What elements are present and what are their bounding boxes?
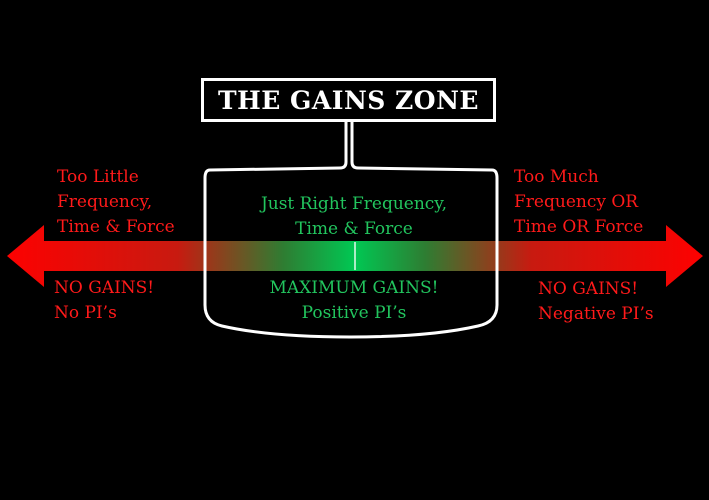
left-condition-text: Too Little Frequency, Time & Force: [57, 165, 175, 240]
right-result-line: NO GAINS!: [538, 279, 639, 299]
center-condition-line: Time & Force: [295, 219, 413, 239]
left-condition-line: Time & Force: [57, 217, 175, 237]
right-condition-line: Time OR Force: [514, 217, 644, 237]
center-result-text: MAXIMUM GAINS! Positive PI’s: [225, 276, 483, 326]
left-condition-line: Too Little: [57, 167, 139, 187]
right-result-line: Negative PI’s: [538, 304, 654, 324]
left-result-line: No PI’s: [54, 303, 117, 323]
right-condition-line: Too Much: [514, 167, 599, 187]
right-condition-text: Too Much Frequency OR Time OR Force: [514, 165, 643, 240]
center-result-line: MAXIMUM GAINS!: [269, 278, 439, 298]
title-box: THE GAINS ZONE: [201, 78, 496, 122]
left-condition-line: Frequency,: [57, 192, 153, 212]
center-condition-text: Just Right Frequency, Time & Force: [225, 192, 483, 242]
diagram-title: THE GAINS ZONE: [218, 85, 479, 115]
left-result-text: NO GAINS! No PI’s: [54, 276, 154, 326]
left-result-line: NO GAINS!: [54, 278, 155, 298]
right-condition-line: Frequency OR: [514, 192, 639, 212]
center-condition-line: Just Right Frequency,: [260, 194, 448, 214]
right-result-text: NO GAINS! Negative PI’s: [538, 277, 654, 327]
center-result-line: Positive PI’s: [301, 303, 407, 323]
gains-zone-bracket: [203, 122, 499, 339]
